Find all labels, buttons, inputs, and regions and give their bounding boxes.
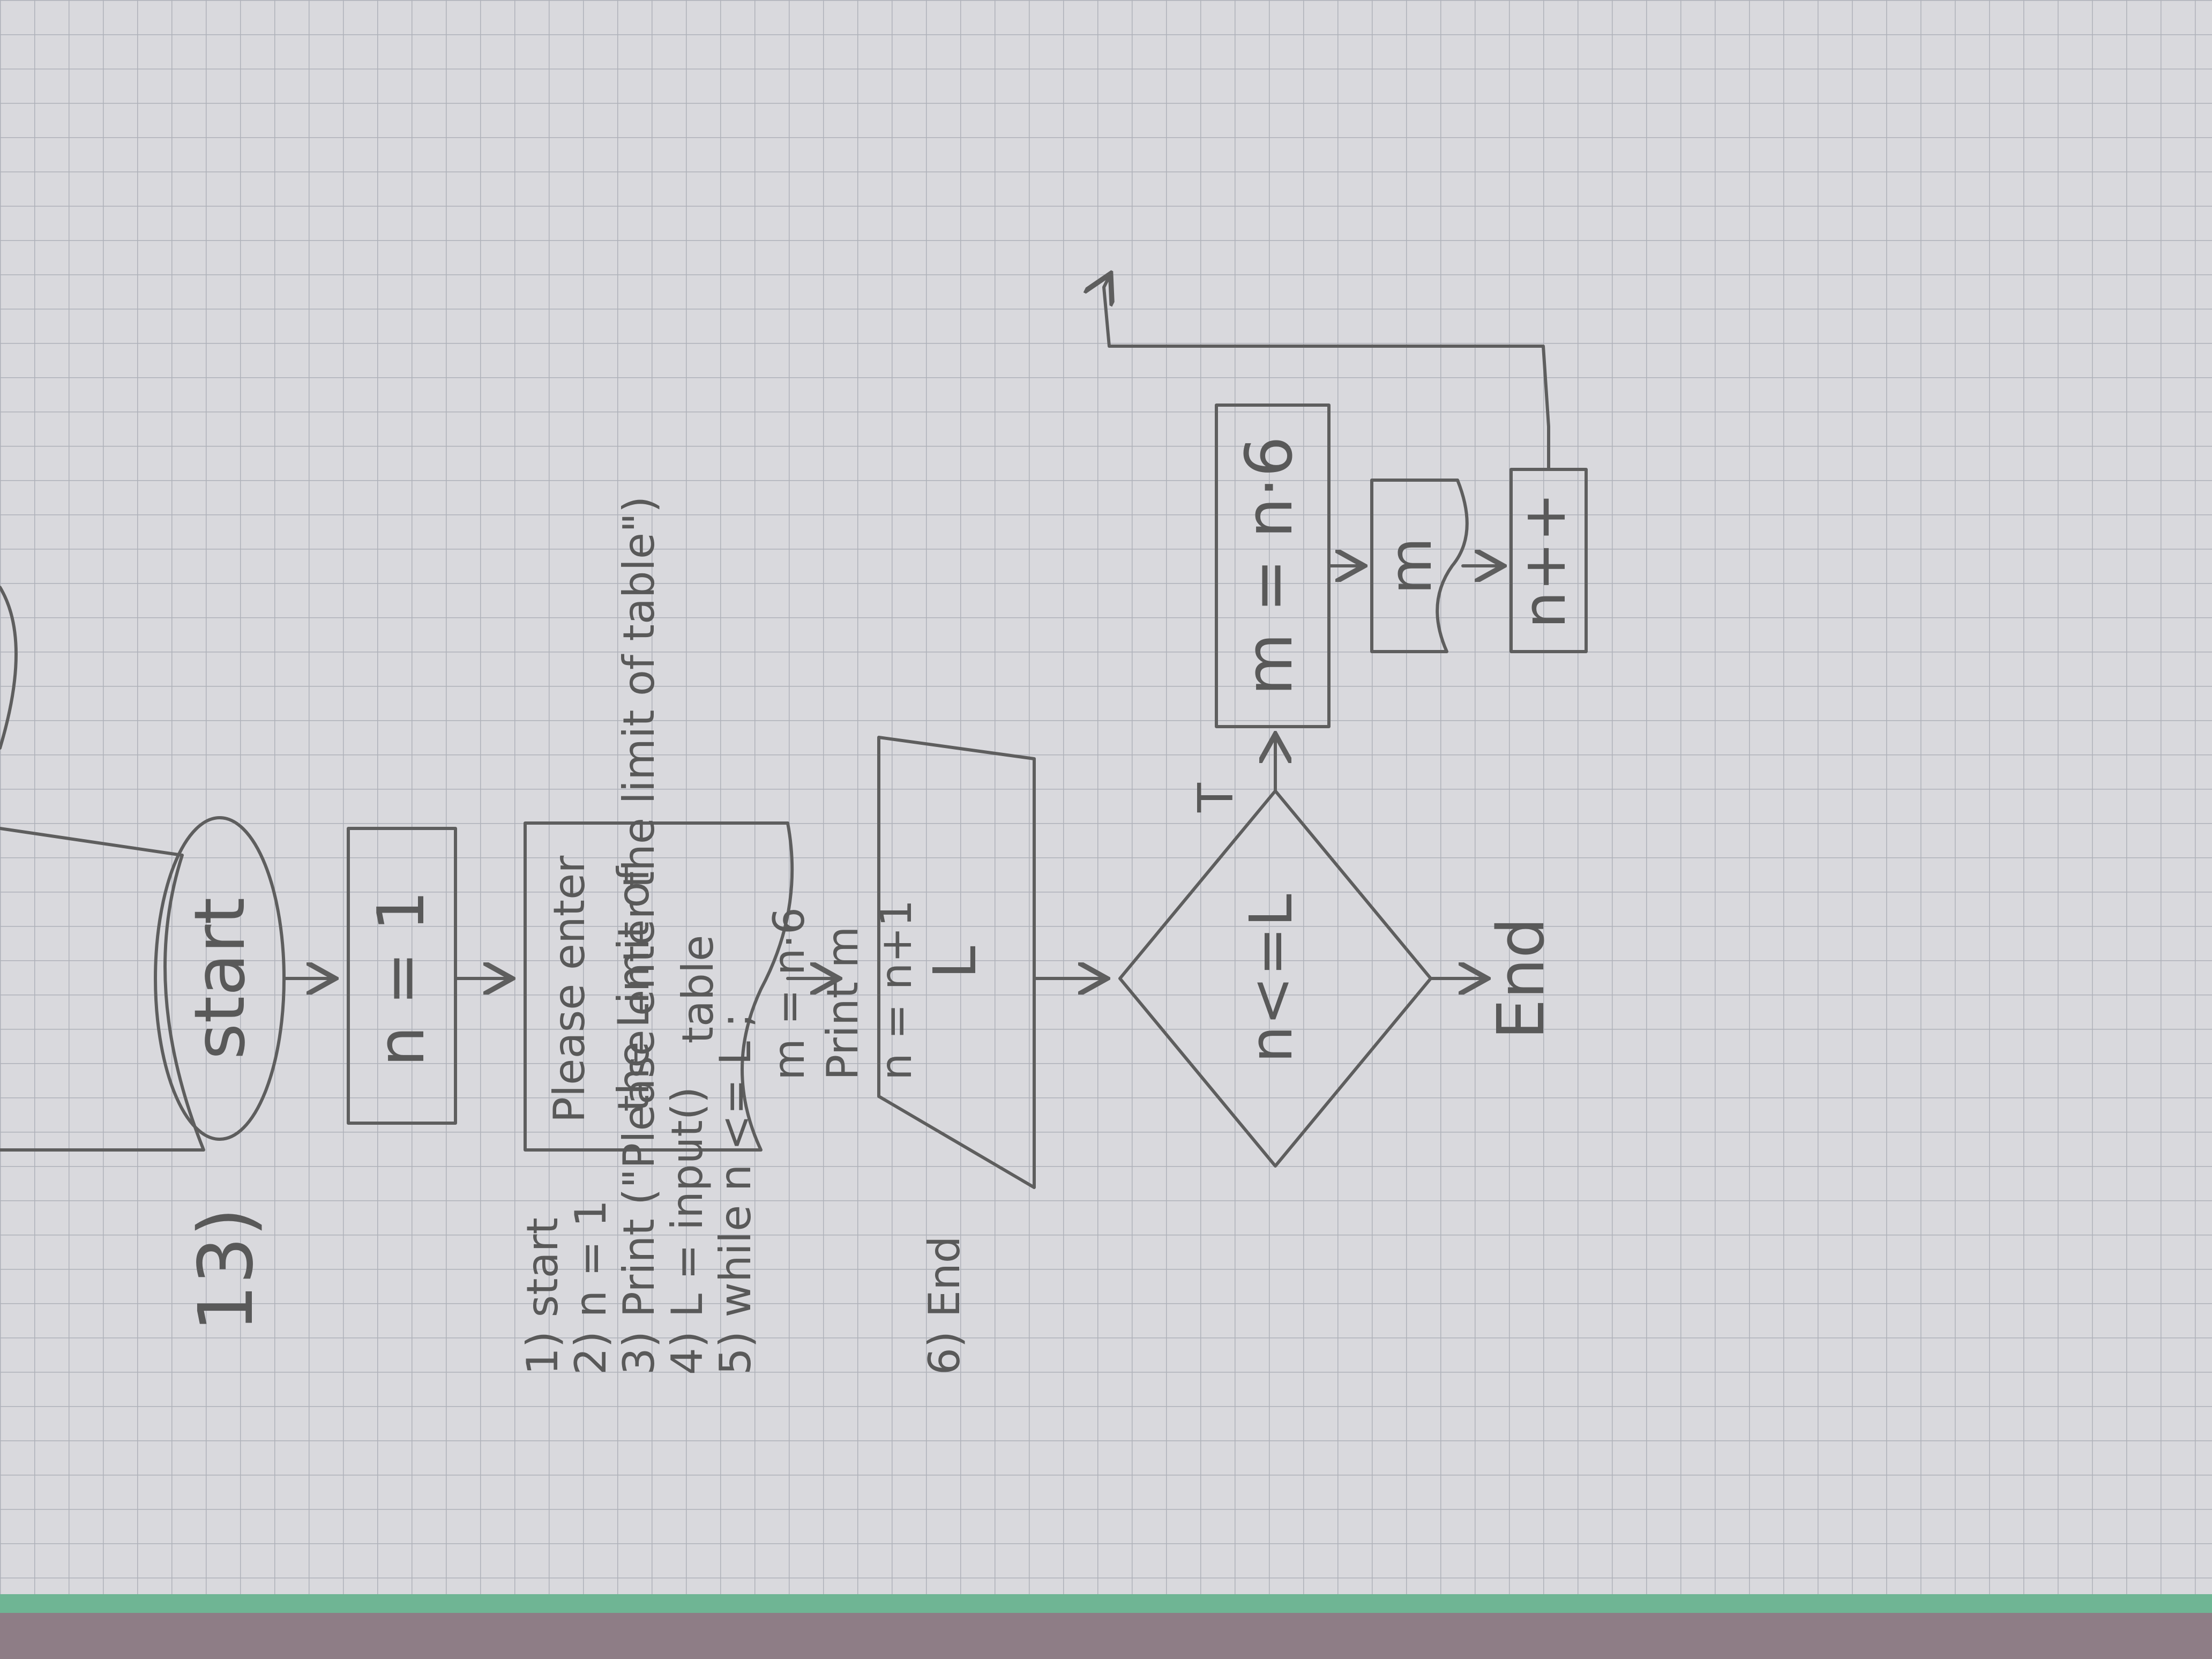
init-label: n = 1 [364, 890, 439, 1066]
true-label: T [1188, 782, 1244, 813]
previous-document-shape [0, 827, 205, 1152]
decision-label: n<=L [1237, 894, 1305, 1063]
prompt-document-shape [524, 821, 794, 1152]
algorithm-step: m = n·6 [764, 907, 814, 1080]
increment-process-box [1509, 468, 1588, 653]
end-label: End [1484, 917, 1559, 1040]
output-document-shape [1370, 479, 1469, 653]
input-label: L [921, 946, 989, 978]
loop-back-line [1104, 276, 1550, 471]
algorithm-step: 2) n = 1 [566, 1200, 616, 1375]
output-label: m [1376, 537, 1445, 594]
init-process-box [347, 827, 457, 1125]
increment-label: n++ [1510, 492, 1579, 629]
multiply-process-box [1215, 403, 1331, 728]
algorithm-step: 4) L = input() [662, 1087, 712, 1375]
algorithm-step: 5) while n <= L ; [711, 1013, 760, 1375]
multiply-label: m = n·6 [1232, 436, 1307, 696]
problem-number: 13) [183, 1207, 270, 1332]
algorithm-steps: 1) start 2) n = 1 3) Print ("Please ente… [518, 496, 969, 1375]
prompt-line-3: table [673, 935, 723, 1044]
input-parallelogram [877, 736, 1036, 1189]
grid-lines [0, 0, 2212, 1594]
algorithm-step: 1) start [518, 1217, 567, 1375]
algorithm-step: n = n+1 [871, 900, 921, 1080]
start-label: start [179, 898, 260, 1060]
algorithm-step: 3) Print ("Please enter the limit of tab… [614, 496, 664, 1375]
prompt-line-2: the Limit of [609, 865, 659, 1111]
prompt-line-1: Please enter [544, 856, 594, 1123]
previous-oval-shape [0, 586, 18, 750]
algorithm-step: Print m [818, 926, 868, 1080]
algorithm-step: 6) End [920, 1236, 969, 1375]
